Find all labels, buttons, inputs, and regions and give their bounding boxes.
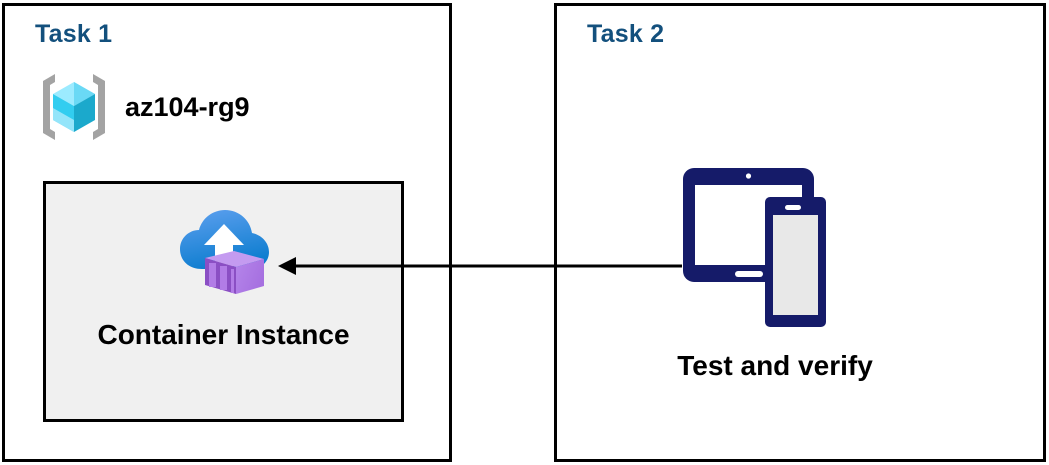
devices-tablet-phone-icon: [683, 168, 826, 327]
task-1-title: Task 1: [35, 20, 113, 48]
task-1-panel: Task 1 az104-rg9: [2, 3, 452, 462]
resource-group-label: az104-rg9: [125, 91, 250, 122]
task-2-title: Task 2: [587, 20, 665, 48]
resource-group-row: az104-rg9: [35, 68, 250, 146]
container-instance-card: Container Instance: [43, 181, 404, 422]
container-instance-label: Container Instance: [97, 319, 350, 350]
test-and-verify-label: Test and verify: [677, 350, 873, 381]
resource-group-icon: [43, 74, 105, 140]
container-instance-icon: [179, 210, 269, 294]
